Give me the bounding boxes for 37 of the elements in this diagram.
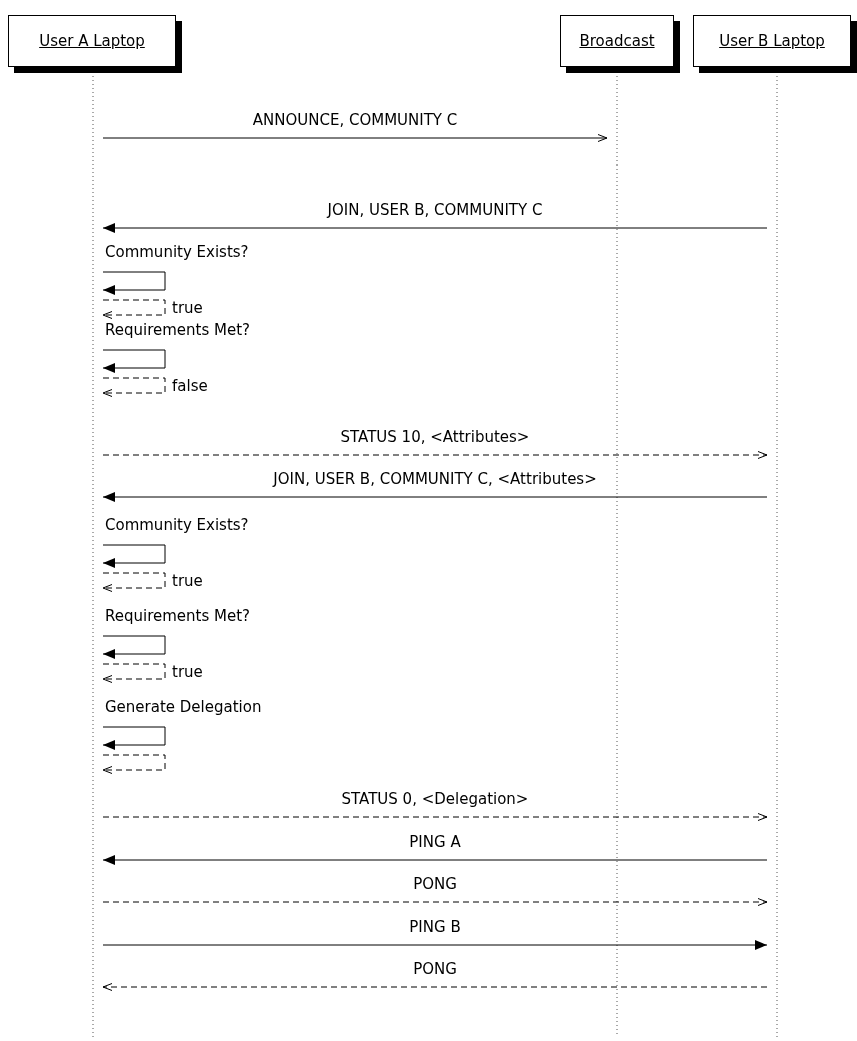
message-arrow — [102, 635, 166, 659]
message-label: Requirements Met? — [105, 321, 251, 339]
message-label: PONG — [413, 875, 457, 893]
message-label: ANNOUNCE, COMMUNITY C — [252, 111, 458, 129]
message-arrow — [102, 940, 768, 950]
message-label: PING B — [409, 918, 461, 936]
message-arrow — [102, 349, 166, 373]
message-arrow — [102, 726, 166, 750]
return-arrow — [102, 983, 768, 991]
message-arrow — [102, 492, 768, 502]
message-label: JOIN, USER B, COMMUNITY C — [327, 201, 543, 219]
message-arrow — [102, 544, 166, 568]
message-label: Generate Delegation — [105, 698, 262, 716]
return-arrow — [102, 754, 166, 774]
message-arrow — [102, 271, 166, 295]
message-label: STATUS 10, <Attributes> — [340, 428, 530, 446]
return-arrow — [102, 377, 166, 397]
message-label: true — [172, 571, 203, 590]
message-label: true — [172, 298, 203, 317]
message-arrow — [102, 855, 768, 865]
message-label: PING A — [409, 833, 461, 851]
return-arrow — [102, 299, 166, 319]
message-label: PONG — [413, 960, 457, 978]
message-label: Community Exists? — [105, 516, 249, 534]
message-arrow — [102, 134, 608, 142]
return-arrow — [102, 898, 768, 906]
message-label: STATUS 0, <Delegation> — [341, 790, 529, 808]
message-label: Requirements Met? — [105, 607, 251, 625]
message-label: Community Exists? — [105, 243, 249, 261]
return-arrow — [102, 663, 166, 683]
message-arrow — [102, 223, 768, 233]
message-label: true — [172, 662, 203, 681]
return-arrow — [102, 451, 768, 459]
message-label: false — [172, 376, 208, 395]
return-arrow — [102, 813, 768, 821]
return-arrow — [102, 572, 166, 592]
message-label: JOIN, USER B, COMMUNITY C, <Attributes> — [273, 470, 597, 488]
